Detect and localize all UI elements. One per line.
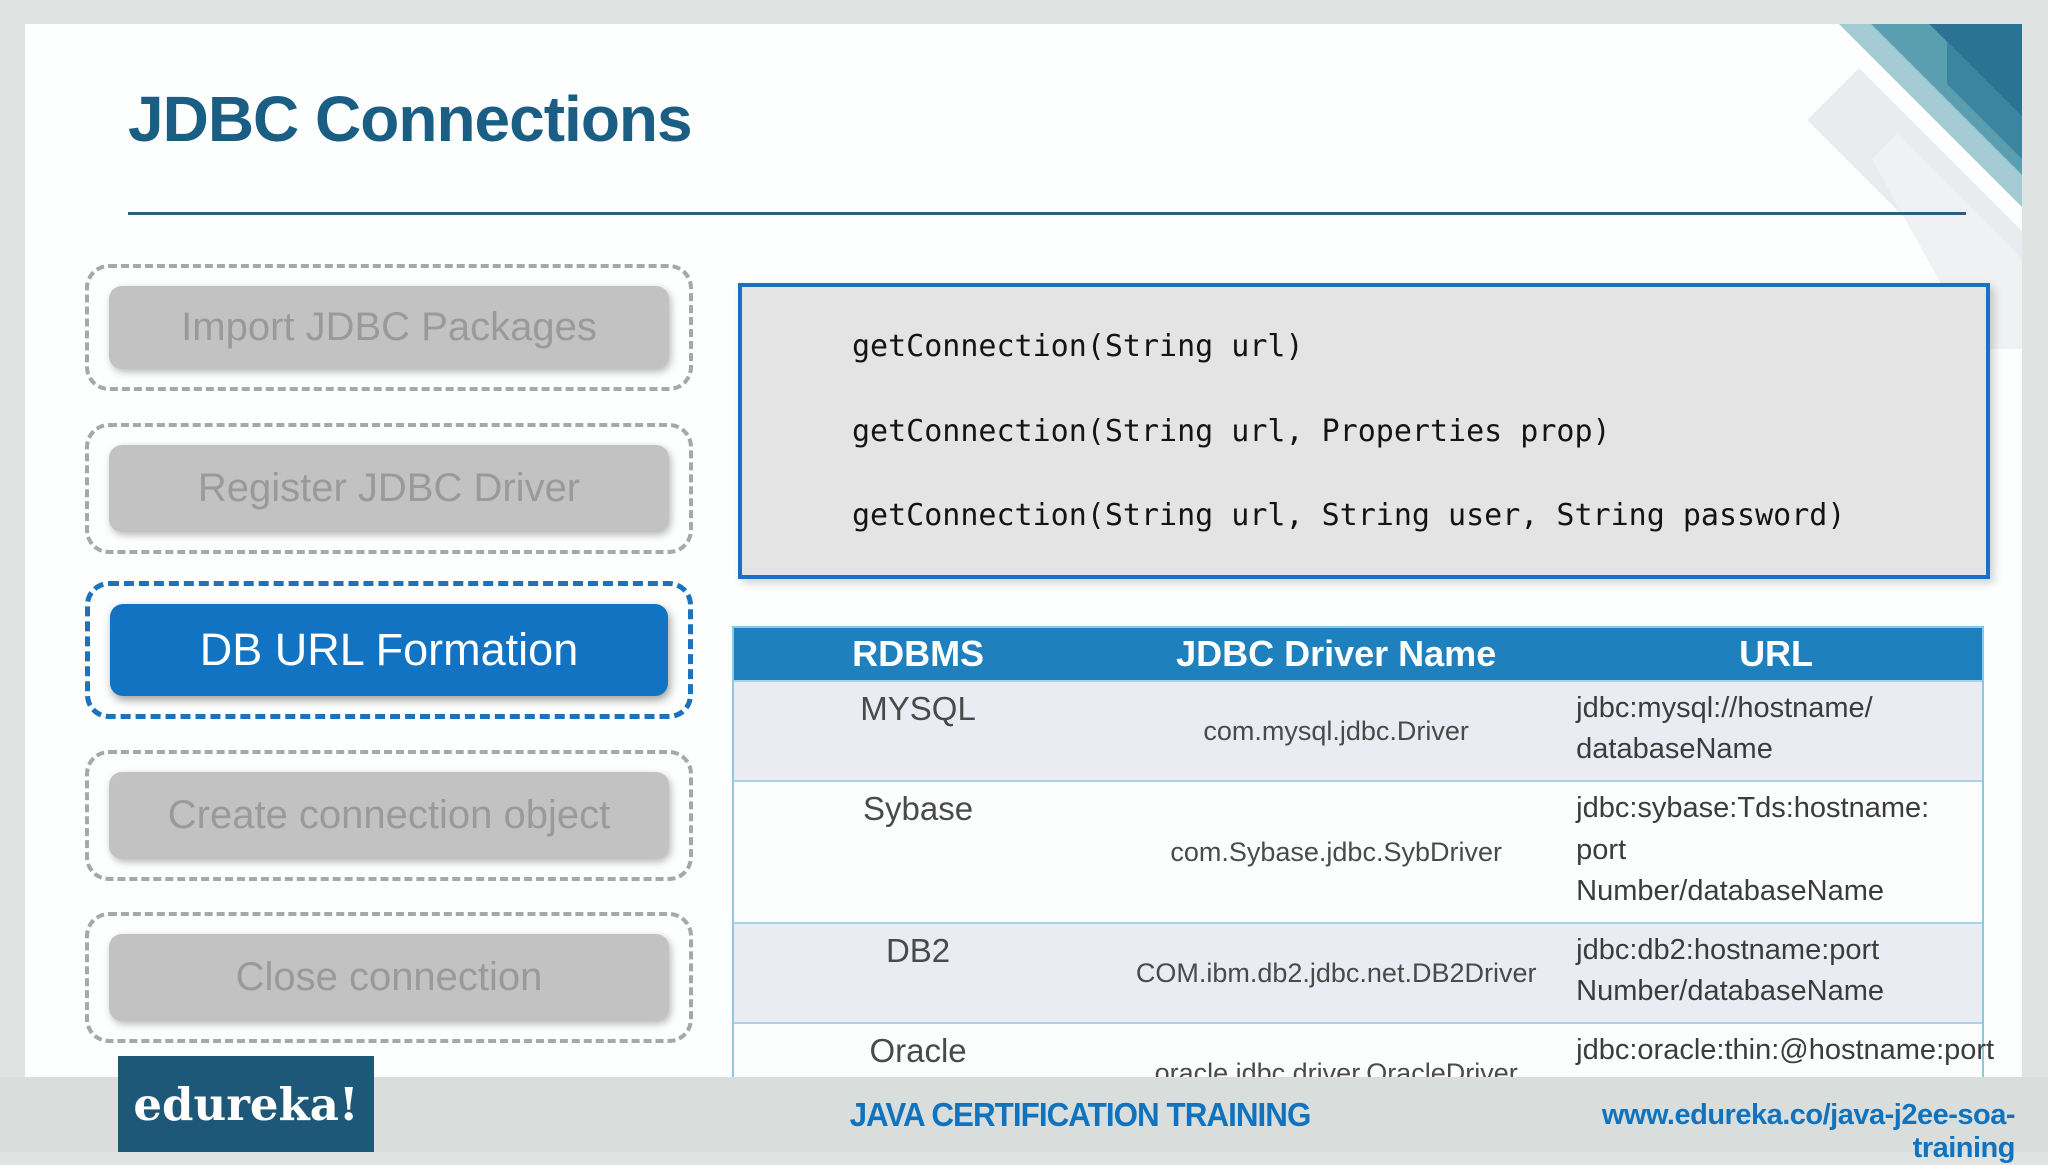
slide-page: JDBC Connections Import JDBC Packages Re… [25, 24, 2022, 1125]
step-import-jdbc-packages: Import JDBC Packages [85, 264, 693, 391]
step-db-url-formation-active: DB URL Formation [85, 581, 693, 719]
table-row-db2: DB2 COM.ibm.db2.jdbc.net.DB2Driver jdbc:… [734, 921, 1982, 1023]
cell-driver: com.mysql.jdbc.Driver [1203, 715, 1469, 746]
step-create-connection-object: Create connection object [85, 750, 693, 881]
header-cell-driver-name: JDBC Driver Name [1176, 633, 1497, 674]
code-line: getConnection(String url, String user, S… [852, 498, 1846, 533]
step-close-connection: Close connection [85, 912, 693, 1043]
cell-rdbms: DB2 [885, 931, 951, 969]
cell-rdbms: Oracle [869, 1032, 967, 1070]
table-row-sybase: Sybase com.Sybase.jdbc.SybDriver jdbc:sy… [734, 780, 1982, 922]
getconnection-code-box: getConnection(String url) getConnection(… [738, 283, 1990, 579]
cell-url: jdbc:sybase:Tds:hostname: port Number/da… [1576, 792, 1930, 907]
footer-course-label: JAVA CERTIFICATION TRAINING [849, 1096, 1312, 1133]
step-label: Create connection object [109, 772, 669, 859]
cell-rdbms: Sybase [863, 790, 974, 828]
rdbms-driver-table: RDBMS JDBC Driver Name URL MYSQL com.mys… [732, 626, 1994, 1125]
footer-website-url: www.edureka.co/java-j2ee-soa-training [1601, 1099, 2016, 1164]
cell-driver: COM.ibm.db2.jdbc.net.DB2Driver [1135, 957, 1537, 988]
step-label: Import JDBC Packages [109, 286, 669, 369]
code-line: getConnection(String url, Properties pro… [852, 413, 1611, 449]
cell-driver: com.Sybase.jdbc.SybDriver [1170, 836, 1502, 867]
title-underline [128, 212, 1966, 215]
code-line: getConnection(String url) [852, 329, 1304, 364]
cell-url: jdbc:mysql://hostname/ databaseName [1576, 692, 1873, 766]
table-header-row: RDBMS JDBC Driver Name URL [734, 628, 1982, 680]
header-cell-rdbms: RDBMS [852, 633, 985, 674]
corner-triangles-decoration-icon [1807, 24, 2022, 349]
step-label: Close connection [109, 934, 669, 1021]
step-register-jdbc-driver: Register JDBC Driver [85, 423, 693, 554]
step-label: DB URL Formation [110, 604, 668, 696]
table-row-mysql: MYSQL com.mysql.jdbc.Driver jdbc:mysql:/… [734, 680, 1982, 781]
cell-url: jdbc:db2:hostname:port Number/databaseNa… [1576, 933, 1885, 1008]
page-title: JDBC Connections [128, 83, 693, 155]
step-label: Register JDBC Driver [109, 445, 669, 532]
header-cell-url: URL [1739, 633, 1814, 674]
edureka-logo: edureka! [118, 1056, 374, 1152]
cell-rdbms: MYSQL [860, 690, 976, 727]
